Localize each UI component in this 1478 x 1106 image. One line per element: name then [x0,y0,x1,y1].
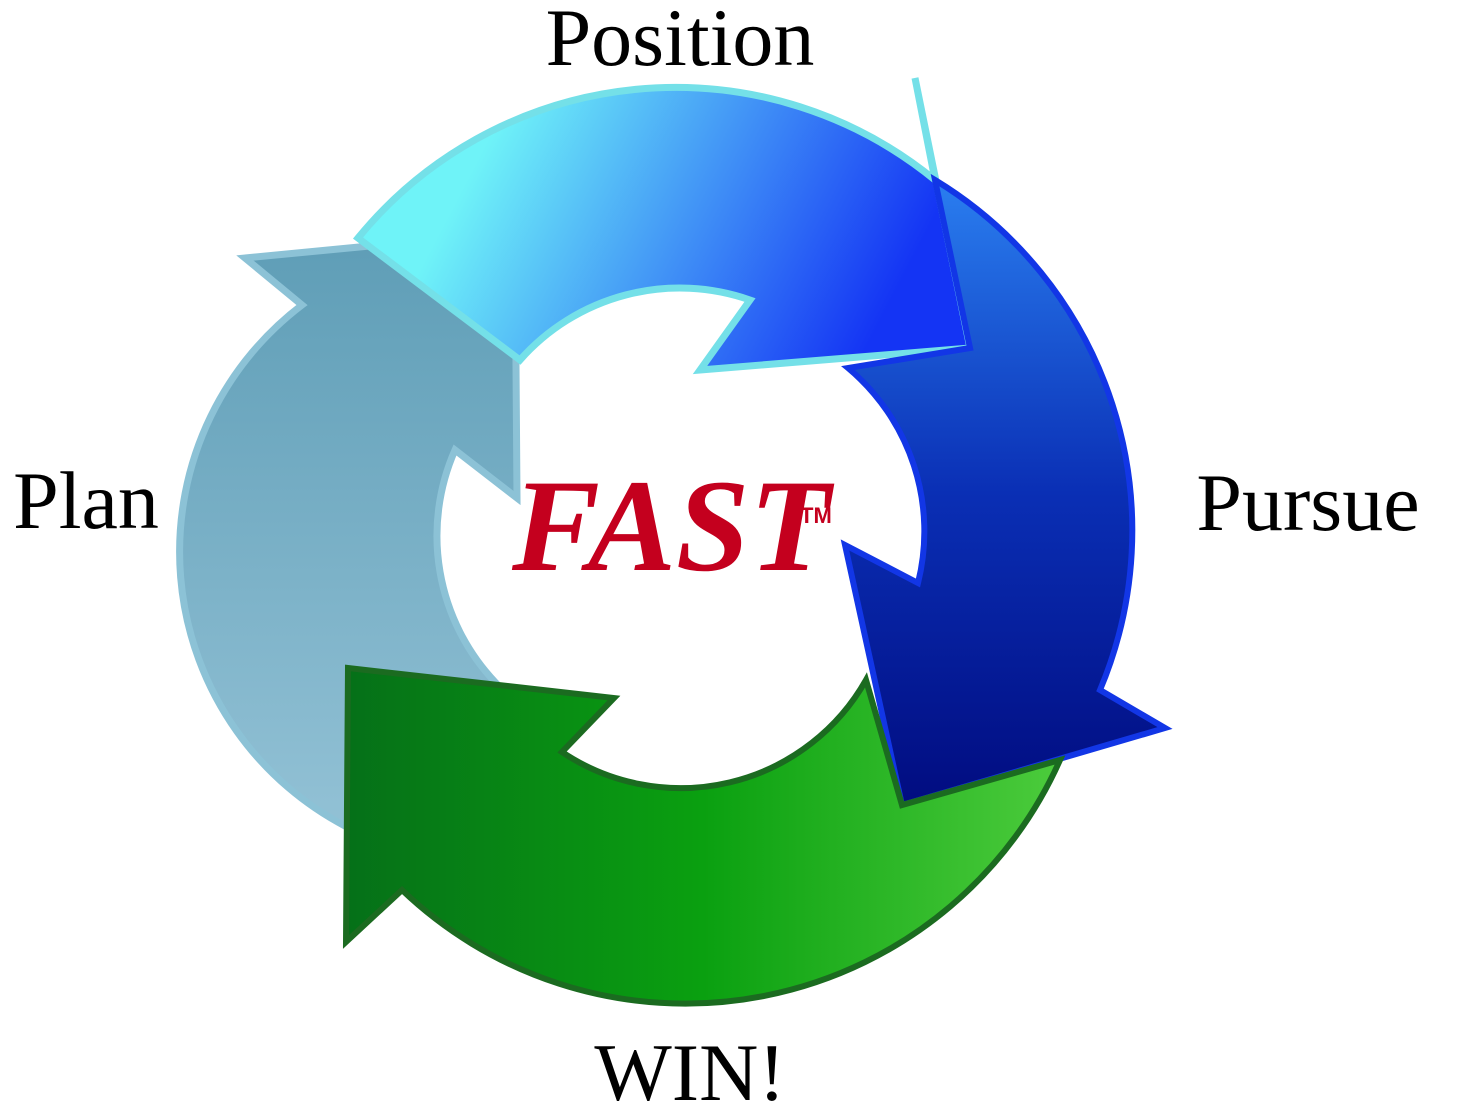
pursue-arrow [840,173,1173,809]
win-arrow [342,664,1066,1007]
trademark-symbol: TM [800,503,832,528]
step-label-pursue: Pursue [1196,457,1419,548]
step-label-win: WIN! [594,1027,785,1106]
brand-wordmark: FAST [511,452,834,599]
step-label-plan: Plan [13,455,159,546]
step-label-position: Position [546,0,815,83]
position-arrow [352,77,975,375]
